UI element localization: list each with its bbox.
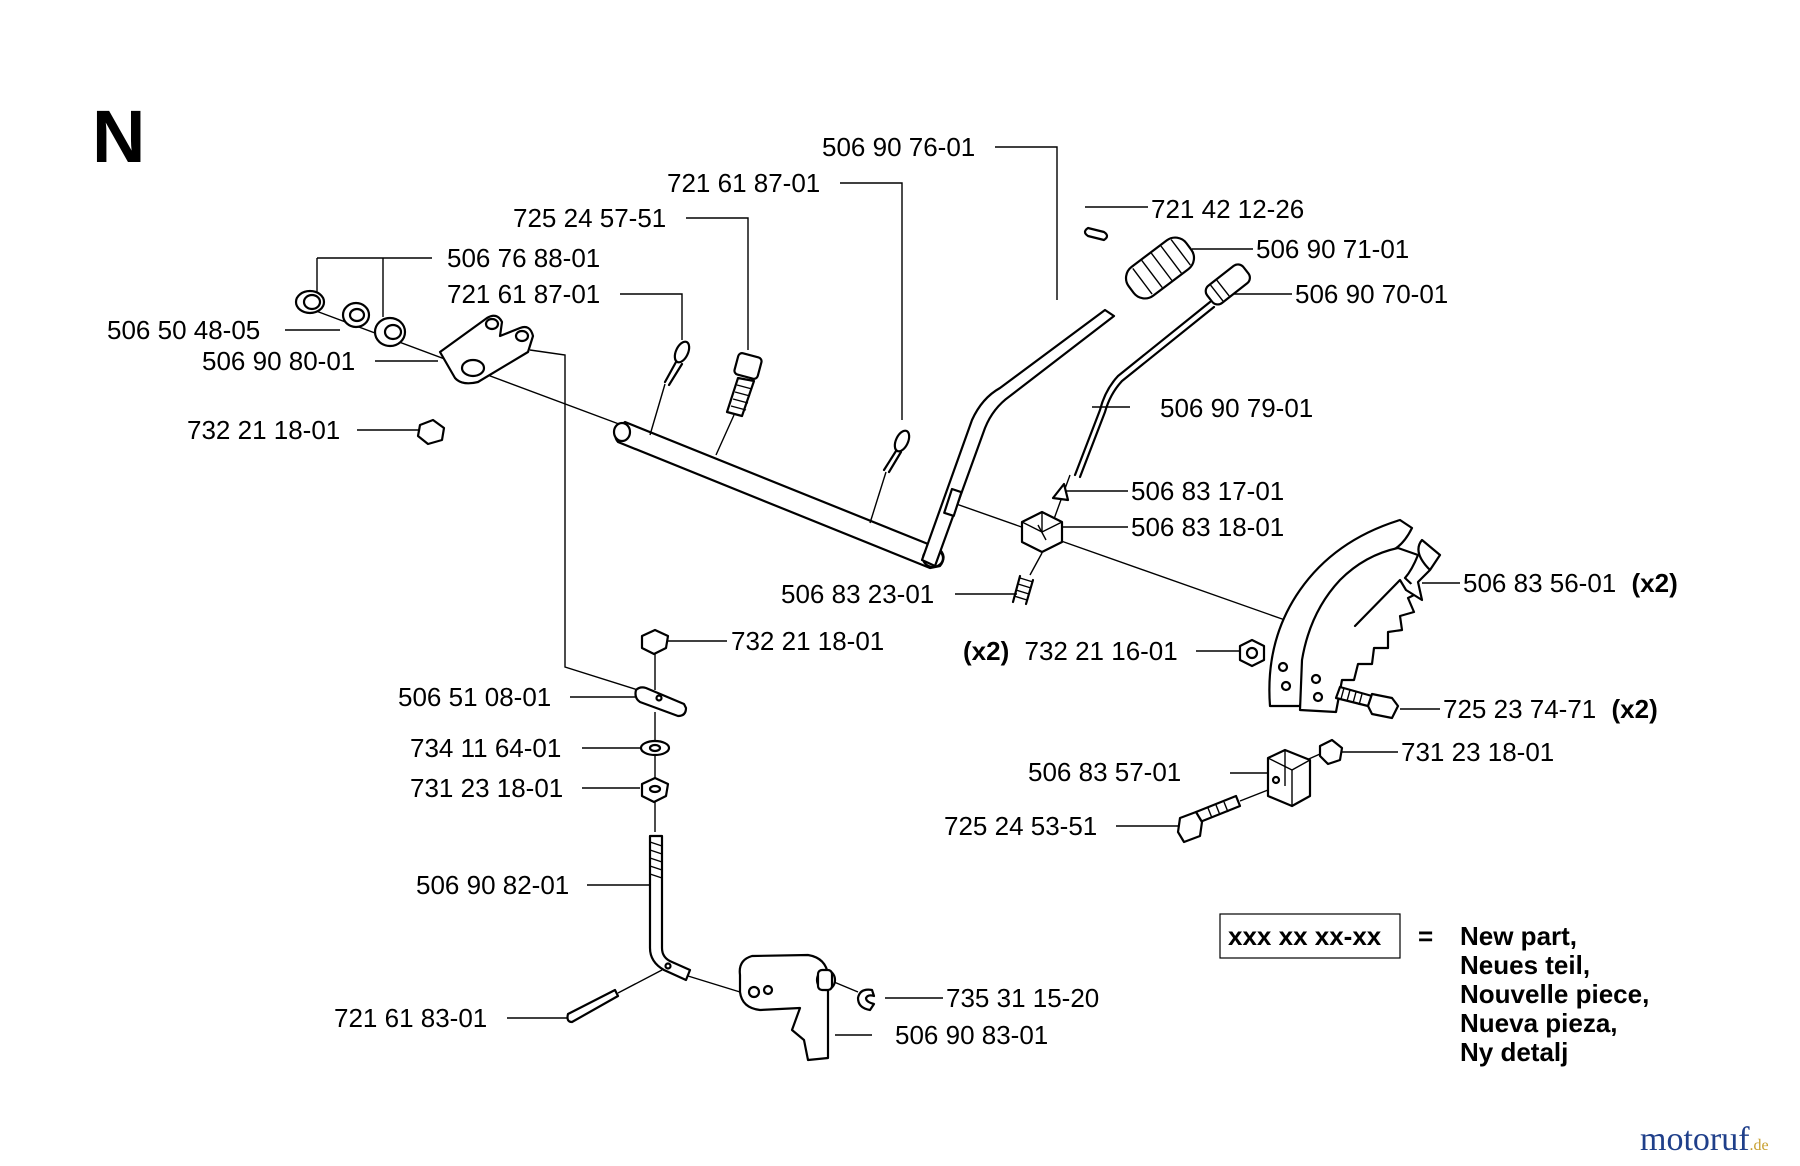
label-721-61-87-01-top: 721 61 87-01 bbox=[667, 168, 820, 198]
label-506-90-82-01: 506 90 82-01 bbox=[416, 870, 569, 900]
label-506-83-56-01: 506 83 56-01 (x2) bbox=[1463, 568, 1678, 598]
label-721-61-87-01-lower: 721 61 87-01 bbox=[447, 279, 600, 309]
leader-lines bbox=[285, 146, 1460, 1036]
label-506-83-57-01: 506 83 57-01 bbox=[1028, 757, 1181, 787]
label-506-83-23-01: 506 83 23-01 bbox=[781, 579, 934, 609]
part-labels: 506 90 76-01 721 61 87-01 721 42 12-26 7… bbox=[107, 132, 1678, 1050]
parts-drawing bbox=[294, 226, 1442, 1062]
label-732-21-18-01-mid: 732 21 18-01 bbox=[731, 626, 884, 656]
label-506-90-83-01: 506 90 83-01 bbox=[895, 1020, 1048, 1050]
legend: xxx xx xx-xx = New part, Neues teil, Nou… bbox=[1219, 913, 1649, 1067]
logo-suffix: .de bbox=[1750, 1137, 1769, 1154]
label-506-90-71-01: 506 90 71-01 bbox=[1256, 234, 1409, 264]
label-506-76-88-01: 506 76 88-01 bbox=[447, 243, 600, 273]
label-734-11-64-01: 734 11 64-01 bbox=[410, 733, 561, 763]
label-732-21-16-01: (x2) 732 21 16-01 bbox=[963, 636, 1178, 666]
label-506-90-79-01: 506 90 79-01 bbox=[1160, 393, 1313, 423]
motoruf-logo: motoruf.de bbox=[1640, 1121, 1769, 1158]
legend-box bbox=[1219, 913, 1401, 959]
legend-line-3: Nouvelle piece, bbox=[1460, 979, 1649, 1009]
label-725-24-53-51: 725 24 53-51 bbox=[944, 811, 1097, 841]
label-506-50-48-05: 506 50 48-05 bbox=[107, 315, 260, 345]
label-731-23-18-01-left: 731 23 18-01 bbox=[410, 773, 563, 803]
label-725-23-74-71: 725 23 74-71 (x2) bbox=[1443, 694, 1658, 724]
label-506-83-17-01: 506 83 17-01 bbox=[1131, 476, 1284, 506]
legend-placeholder: xxx xx xx-xx bbox=[1228, 921, 1382, 951]
label-721-61-83-01: 721 61 83-01 bbox=[334, 1003, 487, 1033]
section-letter: N bbox=[92, 95, 145, 178]
legend-line-2: Neues teil, bbox=[1460, 950, 1590, 980]
legend-line-4: Nueva pieza, bbox=[1460, 1008, 1618, 1038]
label-506-90-80-01: 506 90 80-01 bbox=[202, 346, 355, 376]
legend-equals: = bbox=[1418, 921, 1433, 951]
label-732-21-18-01-topleft: 732 21 18-01 bbox=[187, 415, 340, 445]
legend-line-5: Ny detalj bbox=[1460, 1037, 1568, 1067]
label-731-23-18-01-right: 731 23 18-01 bbox=[1401, 737, 1554, 767]
label-506-83-18-01: 506 83 18-01 bbox=[1131, 512, 1284, 542]
label-725-24-57-51: 725 24 57-51 bbox=[513, 203, 666, 233]
label-506-90-70-01: 506 90 70-01 bbox=[1295, 279, 1448, 309]
legend-line-1: New part, bbox=[1460, 921, 1577, 951]
label-506-51-08-01: 506 51 08-01 bbox=[398, 682, 551, 712]
logo-main: motoruf bbox=[1640, 1121, 1750, 1158]
label-506-90-76-01: 506 90 76-01 bbox=[822, 132, 975, 162]
label-721-42-12-26: 721 42 12-26 bbox=[1151, 194, 1304, 224]
label-735-31-15-20: 735 31 15-20 bbox=[946, 983, 1099, 1013]
